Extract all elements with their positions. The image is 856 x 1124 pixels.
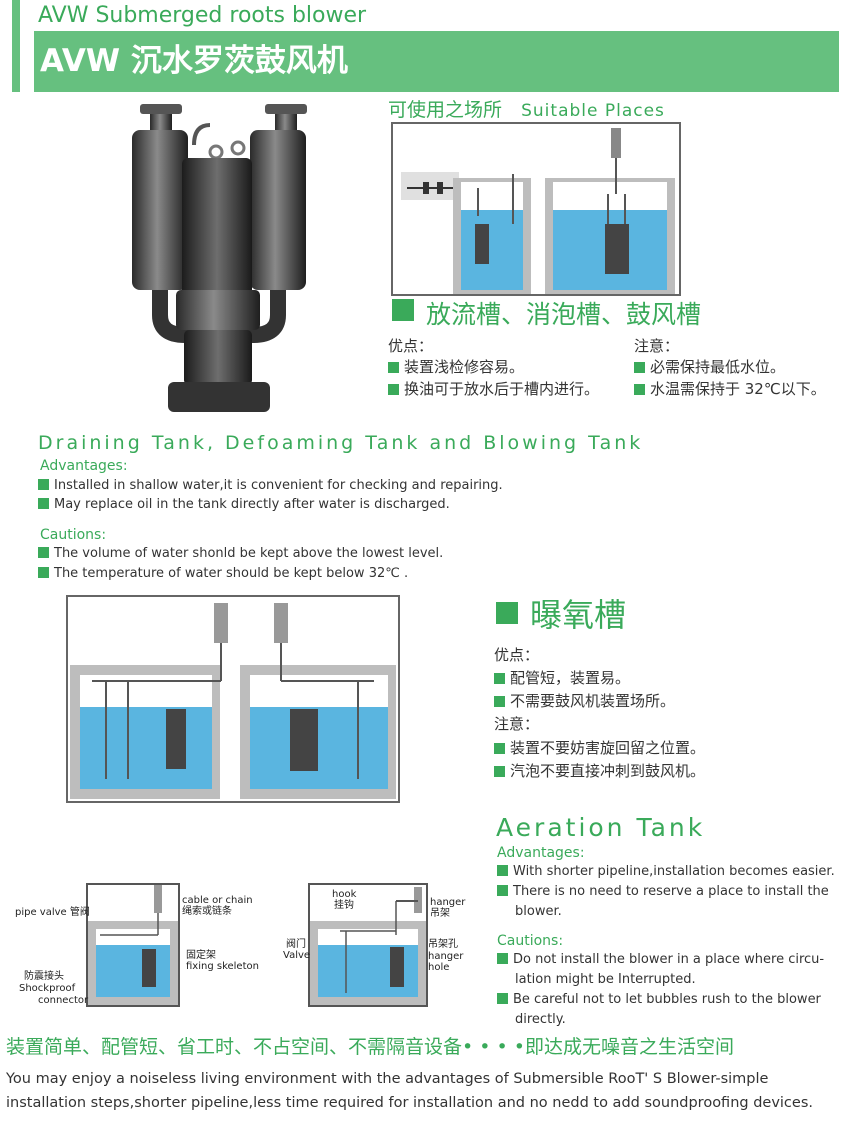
- label-shock-cn: 防震接头: [24, 971, 64, 982]
- drain-adv-en-2: May replace oil in the tank directly aft…: [38, 495, 450, 515]
- draining-title-cn: 放流槽、消泡槽、鼓风槽: [392, 298, 701, 332]
- label-cable-chain: cable or chain: [182, 895, 253, 906]
- aeration-adv-en-title: Advantages:: [497, 845, 585, 861]
- label-shock-en2: connector: [38, 995, 89, 1006]
- footer-en: You may enjoy a noiseless living environ…: [6, 1071, 813, 1111]
- label-fixing-en: fixing skeleton: [186, 961, 259, 972]
- drain-adv-cn-title: 优点：: [388, 337, 434, 355]
- aeration-adv-cn-2: 不需要鼓风机装置场所。: [494, 690, 675, 712]
- suitable-places-label: 可使用之场所 Suitable Places: [388, 95, 665, 122]
- aeration-adv-cn-1: 配管短，装置易。: [494, 667, 630, 689]
- label-cable-chain-cn: 绳索或链条: [182, 906, 232, 917]
- suitable-places-cn: 可使用之场所: [388, 99, 503, 121]
- aeration-title-cn: 曝氧槽: [496, 593, 626, 637]
- footer-cn: 装置简单、配管短、省工时、不占空间、不需隔音设备• • • •即达成无噪音之生活…: [6, 1036, 734, 1058]
- drain-caution-cn-title: 注意：: [634, 337, 680, 355]
- drain-caution-cn-1: 必需保持最低水位。: [634, 356, 785, 378]
- aeration-tank-diagram: [66, 595, 400, 803]
- page-title: AVW 沉水罗茨鼓风机: [40, 43, 348, 79]
- label-hanger-cn: 吊架: [430, 908, 450, 919]
- label-shock-en1: Shockproof: [19, 983, 76, 994]
- installation-diagram-2: [308, 883, 428, 1007]
- label-pipe-valve: pipe valve 管阀: [15, 907, 90, 918]
- header-subtitle: AVW Submerged roots blower: [38, 3, 367, 28]
- label-hanger-hole-en2: hole: [428, 962, 450, 973]
- aeration-caution-en-2: Be careful not to let bubbles rush to th…: [497, 990, 851, 1030]
- drain-title-en: Draining Tank, Defoaming Tank and Blowin…: [38, 432, 644, 454]
- label-hanger-hole-en1: hanger: [428, 951, 464, 962]
- aeration-caution-cn-1: 装置不要妨害旋回留之位置。: [494, 737, 705, 759]
- drain-caution-en-1: The volume of water shonld be kept above…: [38, 544, 443, 564]
- section-marker: [496, 602, 518, 624]
- aeration-caution-en-title: Cautions:: [497, 933, 564, 949]
- drain-adv-cn-1: 装置浅检修容易。: [388, 356, 524, 378]
- header-left-bar: [12, 0, 20, 92]
- draining-tank-diagram: [391, 122, 681, 296]
- label-hanger-en: hanger: [430, 897, 466, 908]
- label-hanger-hole-cn: 吊架孔: [428, 939, 458, 950]
- label-hook-en: hook: [332, 889, 357, 900]
- header-title-banner: AVW 沉水罗茨鼓风机: [34, 31, 839, 92]
- label-hook-cn: 挂钩: [334, 900, 354, 911]
- aeration-adv-en-1: With shorter pipeline,installation becom…: [497, 862, 835, 882]
- label-valve-cn: 阀门: [286, 939, 306, 950]
- aeration-adv-cn-title: 优点：: [494, 646, 540, 664]
- drain-caution-en-2: The temperature of water should be kept …: [38, 564, 408, 584]
- drain-adv-cn-2: 换油可于放水后于槽内进行。: [388, 378, 599, 400]
- aeration-caution-cn-2: 汽泡不要直接冲刺到鼓风机。: [494, 760, 705, 782]
- aeration-adv-en-2: There is no need to reserve a place to i…: [497, 882, 851, 922]
- label-fixing-cn: 固定架: [186, 950, 216, 961]
- drain-adv-en-title: Advantages:: [40, 458, 128, 474]
- aeration-caution-cn-title: 注意：: [494, 715, 540, 733]
- drain-adv-en-1: Installed in shallow water,it is conveni…: [38, 476, 503, 496]
- section-marker: [392, 299, 414, 321]
- blower-product-image: [132, 104, 307, 412]
- drain-caution-cn-2: 水温需保持于 32℃以下。: [634, 378, 826, 400]
- installation-diagram-1: [86, 883, 180, 1007]
- aeration-title-en: Aeration Tank: [496, 813, 706, 842]
- drain-caution-en-title: Cautions:: [40, 527, 107, 543]
- aeration-caution-en-1: Do not install the blower in a place whe…: [497, 950, 851, 990]
- suitable-places-en: Suitable Places: [521, 101, 665, 121]
- label-valve-en: Valve: [283, 950, 311, 961]
